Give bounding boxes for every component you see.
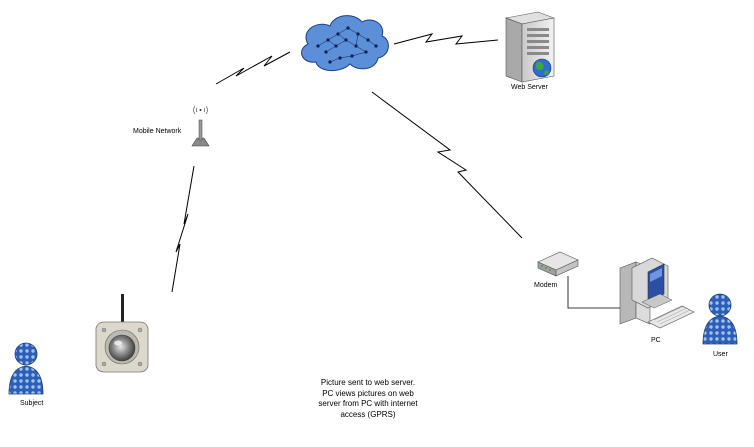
mobile-network-label: Mobile Network xyxy=(133,128,182,135)
modem-pc-cable xyxy=(567,276,620,309)
modem-icon xyxy=(537,251,579,277)
pc-icon xyxy=(619,257,695,329)
link-camera-to-mobile xyxy=(171,165,195,293)
link-cloud-to-modem xyxy=(371,91,523,239)
cloud-icon xyxy=(301,15,389,71)
camera-icon xyxy=(95,294,149,373)
antenna-icon xyxy=(191,105,210,147)
web-server-icon xyxy=(504,11,556,83)
pc-label: PC xyxy=(651,337,661,344)
modem-label: Modem xyxy=(534,282,558,289)
user-person-icon xyxy=(702,293,738,345)
subject-person-icon xyxy=(8,342,44,395)
web-server-label: Web Server xyxy=(511,84,548,91)
subject-label: Subject xyxy=(20,400,44,407)
link-cloud-to-server xyxy=(393,33,499,45)
user-label: User xyxy=(713,351,728,358)
diagram-caption: Picture sent to web server. PC views pic… xyxy=(318,378,418,419)
link-mobile-to-cloud xyxy=(215,51,291,85)
